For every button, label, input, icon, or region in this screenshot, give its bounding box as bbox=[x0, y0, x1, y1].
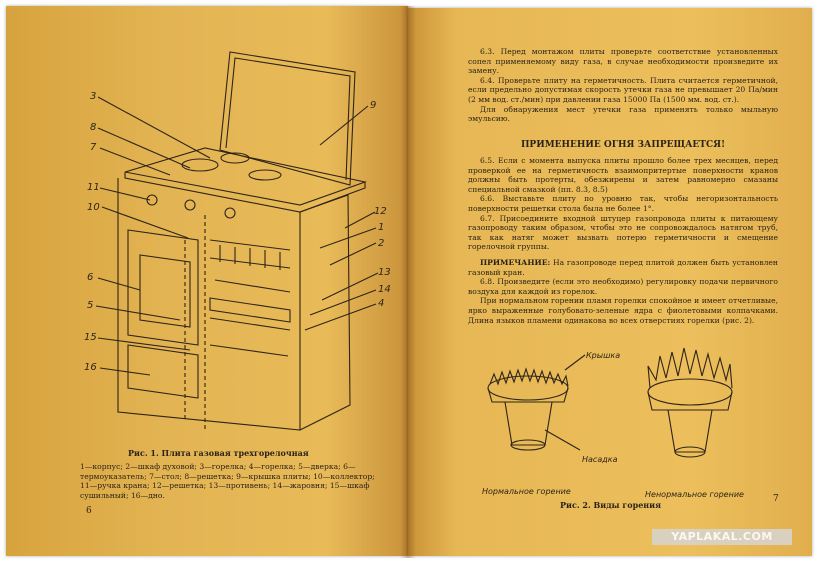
callout-4: 4 bbox=[378, 298, 384, 309]
right-text-block-2: 6.5. Если с момента выпуска плиты прошло… bbox=[468, 156, 778, 325]
callout-5: 5 bbox=[87, 300, 93, 311]
figure-1-caption: Рис. 1. Плита газовая трехгорелочная bbox=[128, 448, 309, 458]
right-page bbox=[408, 8, 812, 556]
label-abnormal: Ненормальное горение bbox=[645, 490, 744, 499]
callout-6: 6 bbox=[87, 272, 93, 283]
para-6-3: 6.3. Перед монтажом плиты проверьте соот… bbox=[468, 47, 778, 76]
callout-10: 10 bbox=[87, 202, 100, 213]
callout-2: 2 bbox=[378, 238, 384, 249]
para-leak: Для обнаружения мест утечки газа применя… bbox=[468, 104, 778, 124]
callout-11: 11 bbox=[87, 182, 100, 193]
figure-2-caption: Рис. 2. Виды горения bbox=[560, 500, 661, 510]
callout-7: 7 bbox=[90, 142, 97, 153]
note: ПРИМЕЧАНИЕ: На газопроводе перед плитой … bbox=[468, 258, 778, 277]
para-flame: При нормальном горении пламя горелки спо… bbox=[468, 296, 778, 325]
para-6-7: 6.7. Присоедините входной штуцер газопро… bbox=[468, 213, 778, 252]
label-normal: Нормальное горение bbox=[482, 487, 571, 496]
left-page bbox=[6, 6, 408, 556]
note-text: На газопроводе перед плитой должен быть … bbox=[468, 257, 778, 277]
callout-1: 9 bbox=[370, 100, 376, 111]
note-label: ПРИМЕЧАНИЕ: bbox=[480, 257, 551, 267]
callout-13: 13 bbox=[378, 267, 391, 278]
warning-heading: ПРИМЕНЕНИЕ ОГНЯ ЗАПРЕЩАЕТСЯ! bbox=[520, 140, 726, 150]
page-number-left: 6 bbox=[86, 506, 92, 516]
page-number-right: 7 bbox=[773, 494, 779, 504]
para-6-6: 6.6. Выставьте плиту по уровню так, чтоб… bbox=[468, 194, 778, 213]
label-nozzle: Насадка bbox=[582, 455, 618, 464]
callout-8: 8 bbox=[90, 122, 96, 133]
para-6-5: 6.5. Если с момента выпуска плиты прошло… bbox=[468, 156, 778, 194]
stove-body bbox=[117, 178, 301, 431]
lid bbox=[219, 51, 356, 186]
cooktop bbox=[124, 147, 368, 206]
watermark: YAPLAKAL.COM bbox=[652, 529, 792, 545]
label-cap: Крышка bbox=[586, 351, 620, 360]
callout-12: 12 bbox=[374, 206, 387, 217]
callout-15: 15 bbox=[84, 332, 97, 343]
callout-1b: 1 bbox=[378, 222, 384, 233]
callout-16: 16 bbox=[84, 362, 97, 373]
para-6-8: 6.8. Произведите (если это необходимо) р… bbox=[468, 277, 778, 296]
figure-1-legend: 1—корпус; 2—шкаф духовой; 3—горелка; 4—г… bbox=[80, 462, 375, 500]
right-text-block-1: 6.3. Перед монтажом плиты проверьте соот… bbox=[468, 47, 778, 124]
callout-14: 14 bbox=[378, 284, 391, 295]
para-6-4: 6.4. Проверьте плиту на герметичность. П… bbox=[468, 75, 778, 104]
callout-3: 3 bbox=[90, 91, 96, 102]
page-gutter bbox=[400, 6, 416, 558]
